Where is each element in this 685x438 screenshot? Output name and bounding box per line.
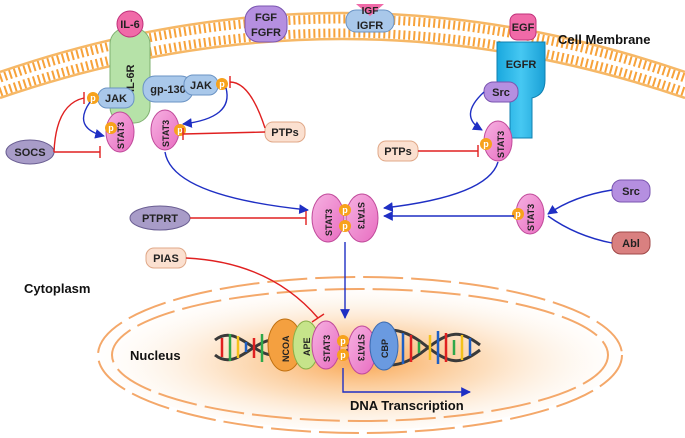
inhibition-lines — [53, 76, 479, 323]
igf-label: IGF — [362, 6, 379, 17]
svg-text:APE: APE — [302, 337, 312, 356]
egfr-receptor: EGFR EGF — [496, 13, 546, 139]
cbp-protein: CBP — [369, 321, 399, 371]
svg-text:STAT3: STAT3 — [496, 131, 506, 158]
egf-ligand — [509, 13, 537, 41]
svg-text:PTPRT: PTPRT — [142, 213, 178, 225]
src-right: Src — [611, 179, 651, 203]
phospho-dimer-b — [339, 220, 351, 232]
svg-text:STAT3: STAT3 — [356, 334, 366, 361]
abl-protein: Abl — [611, 231, 651, 255]
il6-ligand — [116, 10, 144, 38]
jak-left-label: JAK — [105, 93, 127, 105]
svg-text:p: p — [340, 350, 346, 360]
arrow-to-transcription — [342, 368, 471, 397]
ptprt-protein: PTPRT — [129, 205, 191, 231]
svg-text:p: p — [340, 336, 346, 346]
fgfr-label: FGFR — [251, 27, 281, 39]
dna-transcription-label: DNA Transcription — [350, 398, 464, 413]
arrow-jak-stat3-to-dimer — [164, 151, 309, 214]
jak-right-label: JAK — [190, 80, 212, 92]
arrow-jak-to-stat3-left — [82, 101, 105, 139]
svg-text:Src: Src — [622, 186, 640, 198]
svg-text:NCOA: NCOA — [281, 335, 291, 362]
phospho-stat3-monomer — [512, 208, 524, 220]
il6r-label: IL-6R — [125, 64, 137, 92]
svg-text:STAT3: STAT3 — [526, 204, 536, 231]
svg-text:p: p — [342, 221, 348, 231]
phospho-dimer-a — [339, 204, 351, 216]
arrow-src-to-monomer — [547, 189, 613, 215]
svg-text:STAT3: STAT3 — [356, 202, 366, 229]
svg-text:p: p — [108, 123, 114, 133]
svg-text:CBP: CBP — [380, 339, 390, 358]
inhibit-pias-nuclear-stat3 — [185, 257, 319, 319]
cell-membrane — [0, 11, 685, 100]
cytoplasm-label: Cytoplasm — [24, 281, 90, 296]
stat3-jak-left: STAT3 p — [105, 111, 135, 153]
pias-protein: PIAS — [145, 247, 187, 269]
svg-text:PTPs: PTPs — [384, 146, 412, 158]
svg-text:p: p — [483, 139, 489, 149]
phospho-jak-left — [87, 92, 99, 104]
svg-text:STAT3: STAT3 — [161, 120, 171, 147]
ptps-right: PTPs — [377, 140, 419, 162]
socs-protein: SOCS — [5, 139, 55, 165]
svg-text:p: p — [342, 205, 348, 215]
igf-igfr: IGF IGFR — [345, 4, 395, 33]
stat3-egfr: STAT3 p — [480, 120, 513, 162]
svg-text:p: p — [90, 93, 96, 103]
inhibit-ptps-stat3 — [182, 131, 266, 135]
activation-arrows — [82, 87, 613, 397]
svg-text:p: p — [219, 79, 225, 89]
svg-text:STAT3: STAT3 — [324, 209, 334, 236]
phospho-nuc-a — [337, 335, 349, 347]
fgf-label: FGF — [255, 12, 277, 24]
inhibit-ptps-jak — [229, 81, 266, 129]
src-egfr: Src — [483, 81, 519, 103]
svg-text:SOCS: SOCS — [14, 147, 45, 159]
svg-text:STAT3: STAT3 — [322, 335, 332, 362]
stat3-dimer-nucleus: STAT3 STAT3 p p — [311, 320, 377, 375]
arrow-egfr-stat3-to-dimer — [383, 161, 499, 212]
svg-text:p: p — [515, 209, 521, 219]
ptps-left: PTPs — [264, 121, 306, 143]
svg-text:Abl: Abl — [622, 238, 640, 250]
igfr-label: IGFR — [357, 20, 383, 32]
il6-label: IL-6 — [120, 19, 140, 31]
svg-text:PIAS: PIAS — [153, 253, 179, 265]
arrow-jak-to-stat3-right — [182, 87, 228, 128]
stat3-right-monomer: STAT3 p — [512, 193, 545, 235]
gp130-label: gp-130 — [150, 84, 185, 96]
stat3-jak-right: STAT3 p — [150, 109, 186, 151]
egf-label: EGF — [512, 22, 535, 34]
il6-receptor-complex: IL-6R IL-6 gp-130 JAK JAK p p — [87, 10, 228, 124]
svg-text:Src: Src — [492, 87, 510, 99]
phospho-nuc-b — [337, 349, 349, 361]
phospho-jak-right — [216, 78, 228, 90]
inhibit-socs-jak — [53, 97, 85, 153]
arrow-abl-to-monomer — [547, 215, 613, 244]
svg-text:STAT3: STAT3 — [116, 122, 126, 149]
arrow-src-to-stat3 — [469, 91, 485, 131]
phospho-stat3-left — [105, 122, 117, 134]
svg-text:p: p — [177, 125, 183, 135]
svg-text:PTPs: PTPs — [271, 127, 299, 139]
fgf-fgfr: FGF FGFR — [244, 5, 288, 43]
nucleus-label: Nucleus — [130, 348, 181, 363]
phospho-stat3-egfr — [480, 138, 492, 150]
stat3-dimer-cytoplasm: STAT3 STAT3 p p — [311, 193, 379, 243]
egfr-label: EGFR — [506, 59, 537, 71]
cell-membrane-label: Cell Membrane — [558, 32, 650, 47]
